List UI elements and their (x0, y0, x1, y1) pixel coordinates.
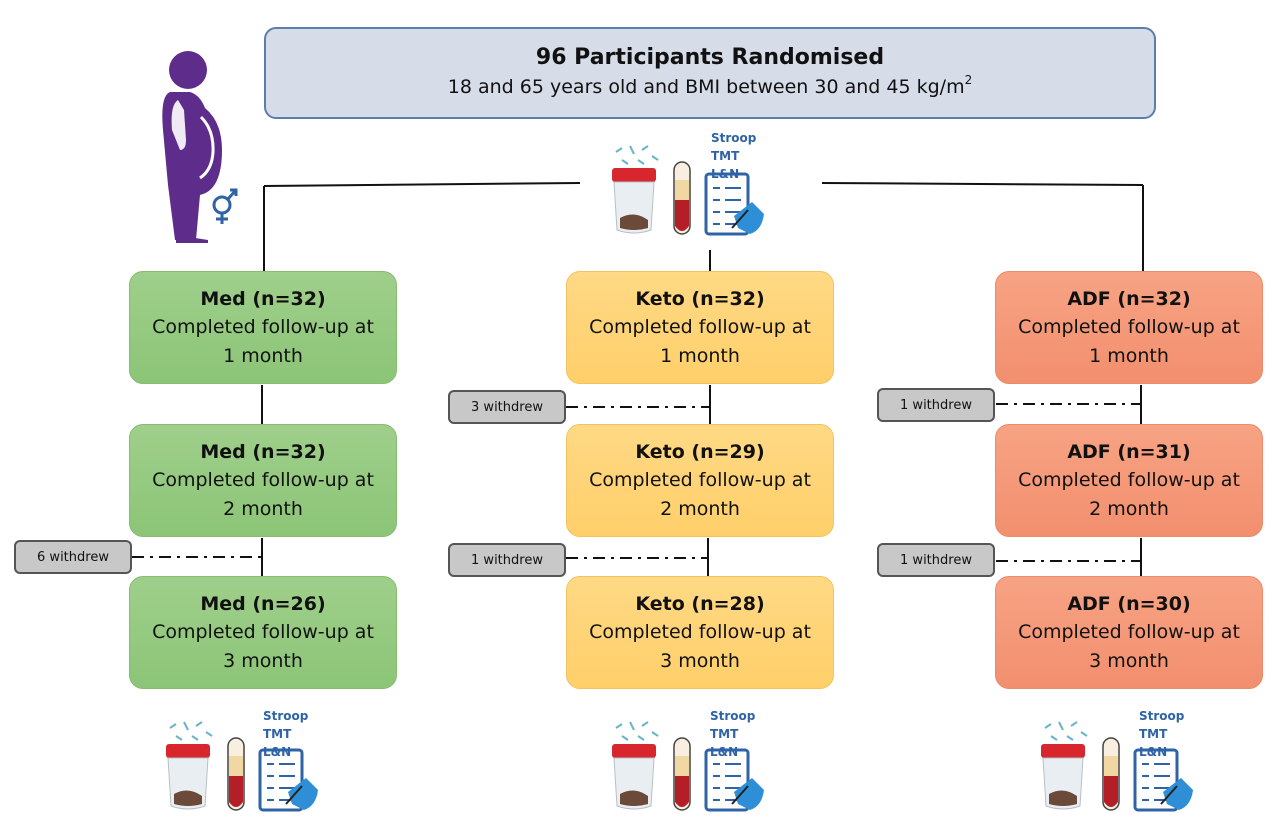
withdrawal-lines (132, 403, 1141, 562)
header-subtitle-text: 18 and 65 years old and BMI between 30 a… (447, 76, 965, 98)
withdrew-keto-2-badge: 1 withdrew (448, 543, 566, 577)
stage-line1: Completed follow-up at (1018, 620, 1240, 643)
test-stroop: Stroop (711, 131, 757, 145)
med-month-1-box: Med (n=32) Completed follow-up at 1 mont… (129, 271, 397, 384)
stage-line2: 3 month (223, 649, 303, 672)
stage-line2: 2 month (1089, 497, 1169, 520)
gender-symbol-icon (212, 188, 238, 224)
stage-line1: Completed follow-up at (589, 620, 811, 643)
stage-line1: Completed follow-up at (589, 315, 811, 338)
connector-lines (261, 182, 1144, 576)
test-stroop: Stroop (1139, 709, 1185, 723)
header-title: 96 Participants Randomised (535, 45, 885, 70)
stage-title: ADF (n=31) (1067, 440, 1191, 463)
stage-title: Keto (n=28) (635, 592, 765, 615)
connector-top-left (263, 182, 581, 187)
stage-line2: 3 month (1089, 649, 1169, 672)
stage-line2: 2 month (660, 497, 740, 520)
stage-line2: 1 month (660, 344, 740, 367)
adf-month-1-box: ADF (n=32) Completed follow-up at 1 mont… (995, 271, 1263, 384)
header-subtitle-sup: 2 (964, 73, 973, 87)
stage-line1: Completed follow-up at (152, 315, 374, 338)
stage-title: Keto (n=32) (635, 287, 765, 310)
stage-line1: Completed follow-up at (152, 620, 374, 643)
med-month-3-box: Med (n=26) Completed follow-up at 3 mont… (129, 576, 397, 689)
test-ln: L&N (1139, 745, 1168, 759)
stage-line2: 1 month (1089, 344, 1169, 367)
test-ln: L&N (711, 167, 740, 181)
keto-month-1-box: Keto (n=32) Completed follow-up at 1 mon… (566, 271, 834, 384)
stage-line1: Completed follow-up at (1018, 315, 1240, 338)
stage-title: ADF (n=32) (1067, 287, 1191, 310)
header-subtitle: 18 and 65 years old and BMI between 30 a… (266, 73, 1154, 98)
pregnant-person-icon (162, 51, 222, 243)
test-labels-adf: Stroop TMT L&N (1139, 707, 1184, 761)
adf-month-3-box: ADF (n=30) Completed follow-up at 3 mont… (995, 576, 1263, 689)
stage-line1: Completed follow-up at (1018, 468, 1240, 491)
test-ln: L&N (263, 745, 292, 759)
adf-month-2-box: ADF (n=31) Completed follow-up at 2 mont… (995, 424, 1263, 537)
withdrew-med-badge: 6 withdrew (14, 540, 132, 574)
stage-line1: Completed follow-up at (589, 468, 811, 491)
keto-month-3-box: Keto (n=28) Completed follow-up at 3 mon… (566, 576, 834, 689)
test-ln: L&N (710, 745, 739, 759)
stage-title: Med (n=32) (200, 440, 326, 463)
withdrew-adf-2-badge: 1 withdrew (877, 543, 995, 577)
connector-top-right (821, 182, 1144, 186)
stage-title: Keto (n=29) (635, 440, 765, 463)
withdrew-keto-1-badge: 3 withdrew (448, 390, 566, 424)
test-labels-med: Stroop TMT L&N (263, 707, 308, 761)
withdrew-adf-1-badge: 1 withdrew (877, 388, 995, 422)
test-stroop: Stroop (710, 709, 756, 723)
randomised-header: 96 Participants Randomised 18 and 65 yea… (264, 27, 1156, 119)
keto-month-2-box: Keto (n=29) Completed follow-up at 2 mon… (566, 424, 834, 537)
test-tmt: TMT (711, 149, 740, 163)
test-labels-top: Stroop TMT L&N (711, 129, 756, 183)
stage-line2: 1 month (223, 344, 303, 367)
stage-line1: Completed follow-up at (152, 468, 374, 491)
test-tmt: TMT (263, 727, 292, 741)
test-tmt: TMT (710, 727, 739, 741)
stage-title: Med (n=26) (200, 592, 326, 615)
stage-line2: 2 month (223, 497, 303, 520)
test-labels-keto: Stroop TMT L&N (710, 707, 755, 761)
test-tmt: TMT (1139, 727, 1168, 741)
stage-title: ADF (n=30) (1067, 592, 1191, 615)
stage-title: Med (n=32) (200, 287, 326, 310)
stage-line2: 3 month (660, 649, 740, 672)
test-stroop: Stroop (263, 709, 309, 723)
med-month-2-box: Med (n=32) Completed follow-up at 2 mont… (129, 424, 397, 537)
